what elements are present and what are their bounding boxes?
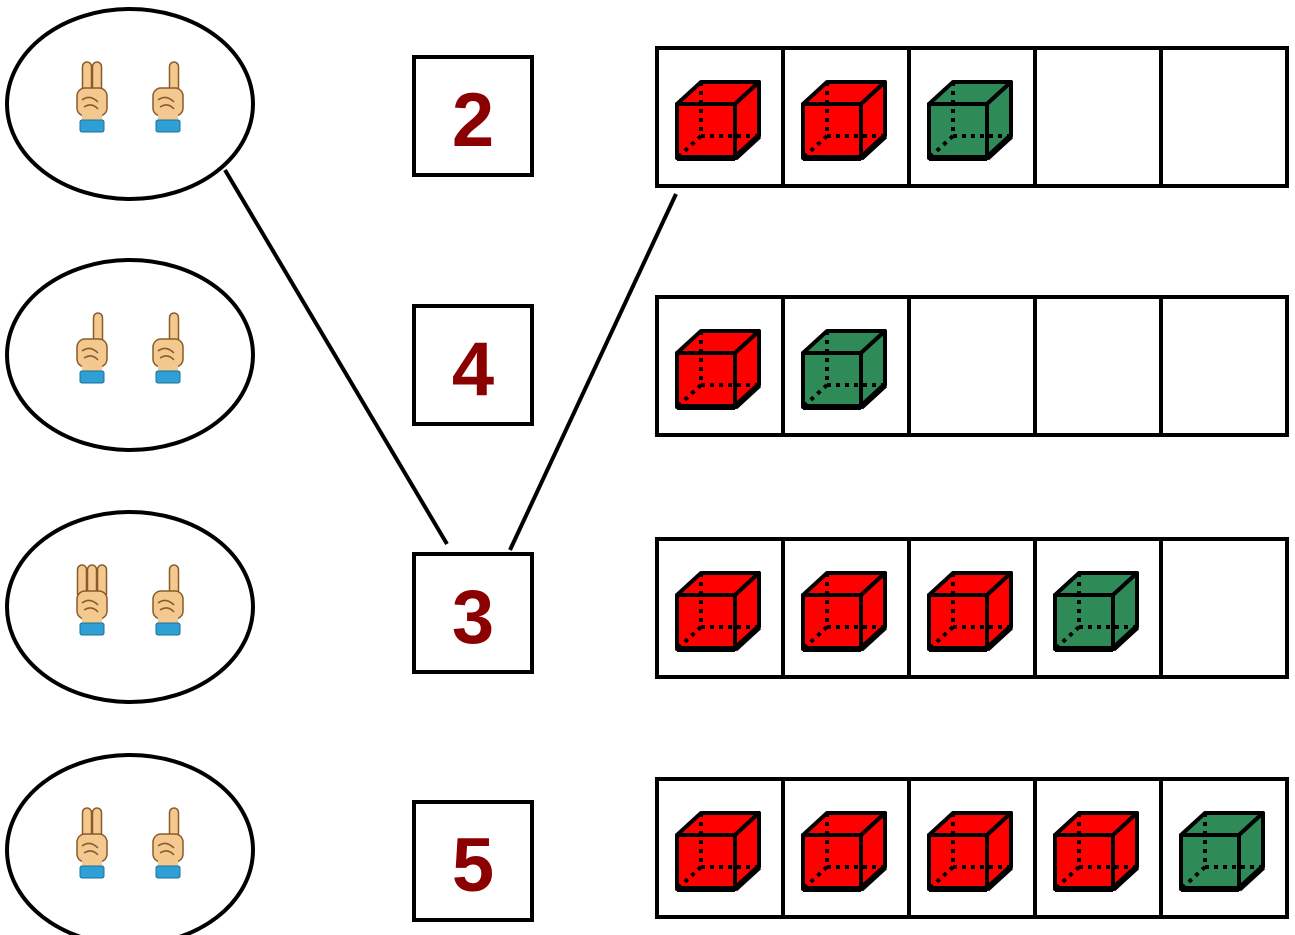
cube-row[interactable] <box>657 539 1287 677</box>
cube-cell <box>783 539 909 677</box>
hand-group-oval <box>7 755 253 935</box>
empty-cell <box>1035 297 1161 435</box>
red-cube-icon <box>677 82 759 158</box>
number-label: 2 <box>452 83 494 173</box>
number-box[interactable]: 5 <box>412 800 534 922</box>
hand-group-oval <box>7 260 253 450</box>
cube-cell <box>657 779 783 917</box>
empty-cell <box>1161 48 1287 186</box>
green-cube-icon <box>1055 573 1137 649</box>
cube-cell <box>1035 539 1161 677</box>
red-cube-icon <box>929 813 1011 889</box>
hand-group-oval <box>7 9 253 199</box>
empty-cell <box>1035 48 1161 186</box>
number-label: 3 <box>452 580 494 670</box>
hand-group[interactable] <box>7 512 253 702</box>
green-cube-icon <box>803 331 885 407</box>
number-label: 4 <box>452 332 494 422</box>
match-line <box>510 194 676 550</box>
hand-group[interactable] <box>7 260 253 450</box>
cube-cell <box>909 48 1035 186</box>
red-cube-icon <box>803 82 885 158</box>
cube-row[interactable] <box>657 779 1287 917</box>
cube-cell <box>1161 779 1287 917</box>
red-cube-icon <box>677 331 759 407</box>
red-cube-icon <box>677 573 759 649</box>
empty-cell <box>1161 539 1287 677</box>
empty-cell <box>909 297 1035 435</box>
cube-cell <box>1035 779 1161 917</box>
cube-cell <box>783 779 909 917</box>
hand-group-oval <box>7 512 253 702</box>
red-cube-icon <box>803 813 885 889</box>
empty-cell <box>1161 297 1287 435</box>
cube-cell <box>909 779 1035 917</box>
red-cube-icon <box>803 573 885 649</box>
red-cube-icon <box>929 573 1011 649</box>
red-cube-icon <box>1055 813 1137 889</box>
cube-cell <box>909 539 1035 677</box>
cube-cell <box>657 297 783 435</box>
cube-cell <box>783 297 909 435</box>
hand-group[interactable] <box>7 9 253 199</box>
number-box[interactable]: 3 <box>412 552 534 674</box>
cube-row[interactable] <box>657 48 1287 186</box>
hand-group[interactable] <box>7 755 253 935</box>
red-cube-icon <box>677 813 759 889</box>
green-cube-icon <box>1181 813 1263 889</box>
hand-3-finger-icon <box>77 565 107 635</box>
cube-cell <box>657 48 783 186</box>
number-box[interactable]: 2 <box>412 55 534 177</box>
number-box[interactable]: 4 <box>412 304 534 426</box>
cube-cell <box>657 539 783 677</box>
green-cube-icon <box>929 82 1011 158</box>
cube-cell <box>783 48 909 186</box>
number-label: 5 <box>452 828 494 918</box>
cube-row[interactable] <box>657 297 1287 435</box>
